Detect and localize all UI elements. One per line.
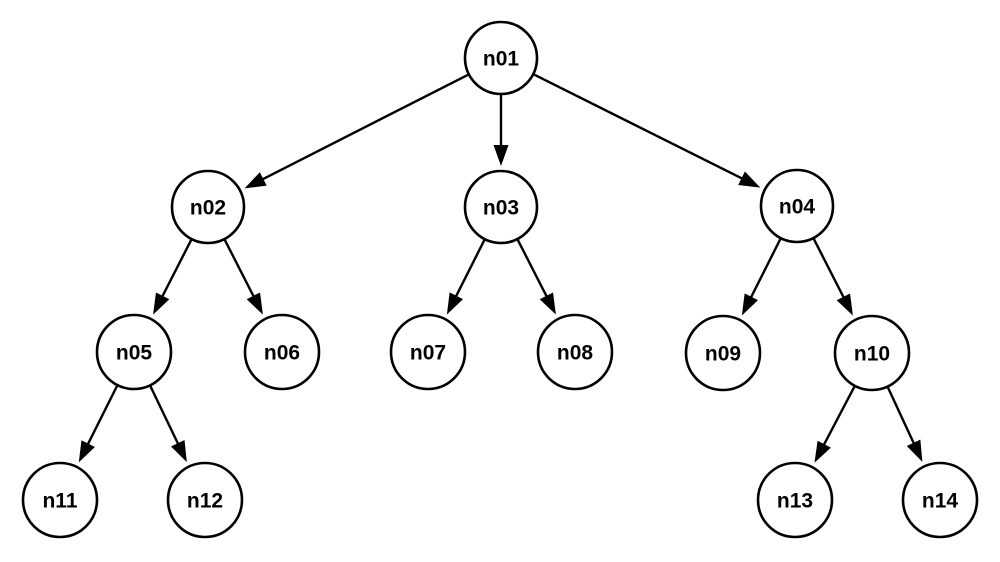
edge-arrowhead-icon (170, 439, 187, 463)
node-circle[interactable] (170, 169, 246, 245)
edge-line (453, 239, 486, 299)
edge-n10-to-n14 (886, 386, 923, 462)
edge-n10-to-n13 (814, 386, 856, 463)
edge-arrowhead-icon (814, 440, 831, 463)
node-n01[interactable]: n01 (463, 20, 539, 96)
node-label: n13 (777, 490, 813, 513)
node-n11[interactable]: n11 (21, 461, 99, 539)
node-label: n12 (187, 490, 223, 513)
node-circle[interactable] (901, 461, 979, 539)
edge-n01-to-n03 (493, 95, 509, 166)
node-circle[interactable] (166, 461, 244, 539)
node-n02[interactable]: n02 (170, 169, 246, 245)
node-n05[interactable]: n05 (95, 313, 173, 391)
edge-arrowhead-icon (906, 439, 923, 462)
edge-arrowhead-icon (741, 293, 759, 316)
node-circle[interactable] (684, 314, 762, 392)
node-n13[interactable]: n13 (756, 461, 834, 539)
edges-layer (78, 73, 923, 463)
node-circle[interactable] (95, 313, 173, 391)
edge-arrowhead-icon (246, 292, 263, 315)
edge-n02-to-n05 (153, 239, 193, 315)
node-n10[interactable]: n10 (833, 314, 911, 392)
node-label: n07 (410, 342, 446, 365)
node-circle[interactable] (389, 313, 467, 391)
edge-arrowhead-icon (446, 292, 464, 315)
node-n04[interactable]: n04 (759, 168, 835, 244)
edge-arrowhead-icon (244, 172, 267, 189)
edge-line (260, 73, 469, 182)
node-n08[interactable]: n08 (536, 313, 614, 391)
node-n07[interactable]: n07 (389, 313, 467, 391)
node-circle[interactable] (21, 461, 99, 539)
edge-arrowhead-icon (539, 292, 556, 315)
node-label: n09 (705, 343, 741, 366)
edge-n04-to-n09 (741, 238, 782, 316)
edge-line (85, 385, 119, 447)
node-circle[interactable] (833, 314, 911, 392)
edge-n05-to-n12 (149, 385, 187, 463)
edge-line (812, 238, 846, 301)
edge-line (886, 386, 916, 447)
node-circle[interactable] (243, 313, 321, 391)
edge-n05-to-n11 (78, 385, 119, 463)
edge-n04-to-n10 (812, 238, 853, 316)
node-n03[interactable]: n03 (463, 169, 539, 245)
edge-arrowhead-icon (78, 440, 95, 463)
node-circle[interactable] (463, 20, 539, 96)
node-label: n03 (483, 197, 519, 220)
edge-line (223, 239, 256, 300)
edge-line (533, 73, 745, 181)
node-label: n08 (557, 342, 594, 365)
edge-n01-to-n02 (244, 73, 469, 189)
node-n14[interactable]: n14 (901, 461, 979, 539)
edge-line (516, 239, 549, 300)
edge-line (821, 386, 856, 448)
node-n12[interactable]: n12 (166, 461, 244, 539)
node-label: n04 (779, 196, 816, 219)
edge-line (149, 385, 181, 447)
node-n06[interactable]: n06 (243, 313, 321, 391)
node-label: n11 (42, 490, 77, 513)
node-label: n05 (116, 342, 153, 365)
edge-line (160, 239, 193, 300)
edge-arrowhead-icon (836, 293, 853, 316)
node-label: n01 (483, 48, 520, 71)
node-label: n10 (854, 343, 890, 366)
edge-n03-to-n08 (516, 239, 556, 315)
edge-n03-to-n07 (446, 239, 486, 315)
nodes-layer: n01 n02 n03 n04 n05 n06 n07 n08 n09 n10 n11 n12 n13 n… (21, 20, 979, 539)
edge-n02-to-n06 (223, 239, 263, 315)
node-circle[interactable] (759, 168, 835, 244)
edge-arrowhead-icon (493, 145, 509, 166)
node-label: n14 (922, 490, 959, 513)
node-circle[interactable] (536, 313, 614, 391)
edge-arrowhead-icon (738, 171, 761, 188)
node-n09[interactable]: n09 (684, 314, 762, 392)
node-label: n06 (264, 342, 300, 365)
edge-n01-to-n04 (533, 73, 761, 188)
node-circle[interactable] (463, 169, 539, 245)
edge-line (748, 238, 782, 300)
edge-arrowhead-icon (153, 292, 170, 315)
node-label: n02 (190, 197, 226, 220)
node-circle[interactable] (756, 461, 834, 539)
